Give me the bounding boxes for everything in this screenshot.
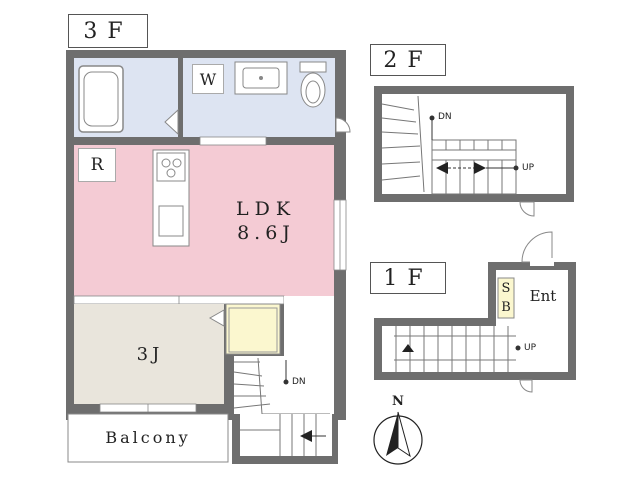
japanese-room [74,304,224,404]
ldk-size: 8.6J [237,222,295,244]
entrance-label: Ent [529,287,557,305]
floor-label-first: 1F [370,262,446,294]
ldk-name: LDK [235,198,297,220]
third-floor-stair-hall [284,296,334,356]
refrigerator-label: R [78,148,116,182]
closet [225,303,281,355]
second-floor-down-label: DN [438,112,452,122]
ldk-room [74,145,334,296]
kitchen-counter-icon [152,149,190,247]
balcony-label: Balcony [105,428,191,447]
floor-label-second: 2F [370,44,446,76]
third-floor-down-label: DN [292,377,306,387]
floor-label-third: 3F [68,14,148,48]
compass-north-label: N [392,394,404,409]
compass-icon [373,411,423,465]
first-floor-up-label: UP [524,343,537,353]
second-floor-up-label: UP [522,163,535,173]
shoe-box-label: SB [501,281,511,315]
balcony [67,413,229,463]
bathtub [78,65,124,133]
toilet-icon [299,61,327,108]
shoe-box [497,277,515,319]
washroom-label: W [192,64,224,94]
japanese-room-label: 3J [136,344,164,365]
